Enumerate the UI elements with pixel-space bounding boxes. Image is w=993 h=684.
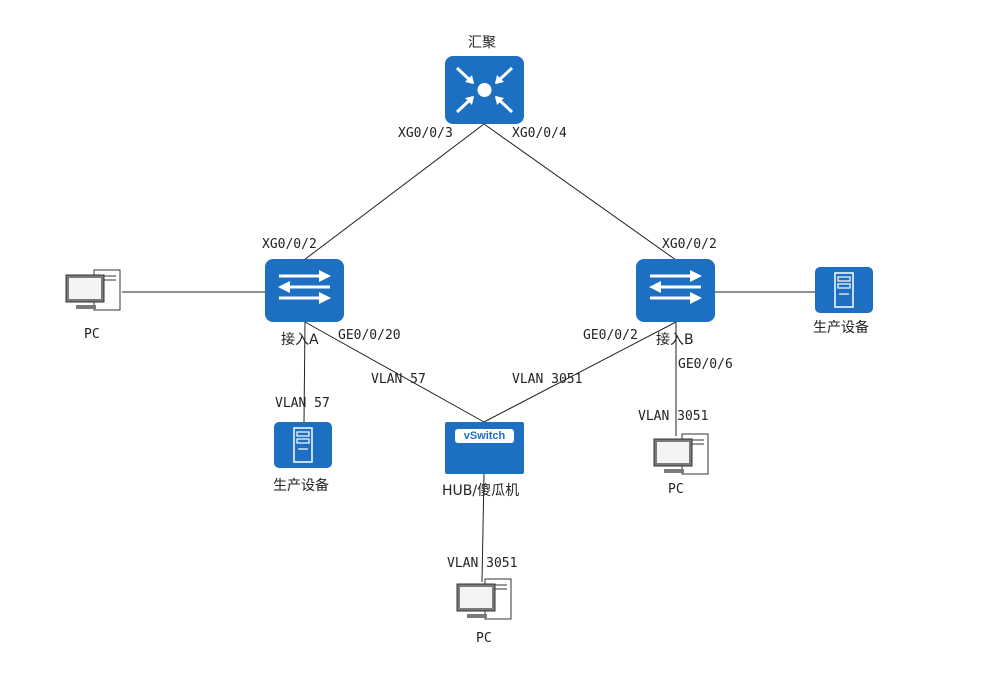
pc-icon[interactable] xyxy=(652,432,710,476)
core-switch-label: 汇聚 xyxy=(468,35,496,51)
pc-left-label: PC xyxy=(84,327,100,342)
pc-b-label: PC xyxy=(668,482,684,497)
access-switch-icon[interactable] xyxy=(265,259,344,322)
port-label-access-b-xg002: XG0/0/2 xyxy=(662,237,717,252)
port-label-access-b-ge006: GE0/0/6 xyxy=(678,357,733,372)
vlan-label-access-b-pc: VLAN 3051 xyxy=(638,409,709,424)
access-b-label: 接入B xyxy=(656,332,694,348)
pc-icon[interactable] xyxy=(455,577,513,621)
vlan-label-access-a-server: VLAN 57 xyxy=(275,396,330,411)
access-switch-icon[interactable] xyxy=(636,259,715,322)
link-hub-pc xyxy=(481,473,485,583)
vlan-label-access-b-hub: VLAN 3051 xyxy=(512,372,583,387)
port-label-core-xg004: XG0/0/4 xyxy=(512,126,567,141)
vswitch-icon[interactable]: vSwitch xyxy=(445,422,524,474)
vlan-label-hub-pc: VLAN 3051 xyxy=(447,556,518,571)
access-a-label: 接入A xyxy=(281,332,319,348)
aggregation-switch-icon[interactable] xyxy=(445,56,524,124)
pc-icon[interactable] xyxy=(64,268,122,312)
link-access-b-hub xyxy=(483,321,677,423)
vlan-label-access-a-hub: VLAN 57 xyxy=(371,372,426,387)
hub-label: HUB/傻瓜机 xyxy=(442,483,520,499)
pc-hub-label: PC xyxy=(476,631,492,646)
server-icon[interactable] xyxy=(274,422,332,468)
link-access-a-server xyxy=(303,321,306,423)
server-b-label: 生产设备 xyxy=(813,320,869,336)
port-label-access-a-ge0020: GE0/0/20 xyxy=(338,328,401,343)
port-label-core-xg003: XG0/0/3 xyxy=(398,126,453,141)
port-label-access-b-ge002: GE0/0/2 xyxy=(583,328,638,343)
link-core-access-a xyxy=(303,123,485,261)
link-core-access-b xyxy=(483,123,677,261)
port-label-access-a-xg002: XG0/0/2 xyxy=(262,237,317,252)
vswitch-badge: vSwitch xyxy=(455,429,514,443)
server-a-label: 生产设备 xyxy=(273,478,329,494)
server-icon[interactable] xyxy=(815,267,873,313)
link-access-a-hub xyxy=(304,321,485,423)
